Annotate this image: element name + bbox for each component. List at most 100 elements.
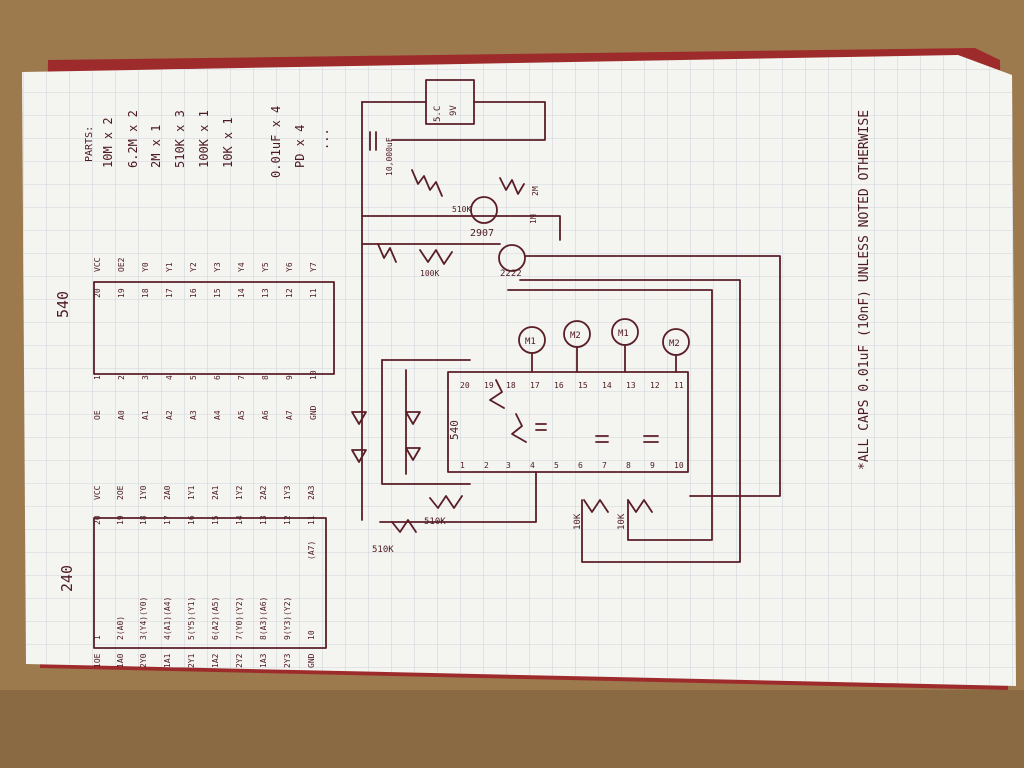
resistor-510k [411,169,443,197]
pin-name-left: 1A3 [259,653,268,668]
wire-right-outer [525,255,781,497]
pin-name-right: 2A1 [211,485,220,500]
parts-item: PD x 4 [293,125,307,168]
ic-pin-bottom: 9 [650,461,655,470]
wire-top-right [391,101,546,141]
pin-number-left: 9(Y3)(Y2) [283,597,292,640]
ic-pin-bottom: 2 [484,461,489,470]
resistor-1m [377,243,397,263]
resistor-100k [419,249,453,265]
capacitor-note: *ALL CAPS 0.01uF (10nF) UNLESS NOTED OTH… [857,110,872,470]
wire-right-2 [519,279,741,563]
pin-name-left: 2Y1 [187,653,196,668]
pin-name-right: Y1 [165,262,174,272]
pin-number-left: 4 [165,375,174,380]
resistor-label: 10K [617,513,627,530]
pin-name-right: 1Y2 [235,485,244,500]
table-shadow-bottom [0,690,1024,768]
pin-name-left: A3 [189,410,198,420]
ic-pin-top: 11 [674,381,684,390]
pin-name-left: 2Y0 [139,653,148,668]
resistor-label: 100K [420,269,439,278]
pin-number-left: 8(A3)(A6) [259,597,268,640]
pin-number-left: 6(A2)(A5) [211,597,220,640]
pin-name-left: A4 [213,410,222,420]
ic-pin-top: 12 [650,381,660,390]
resistor-label: 1M [529,214,538,224]
transistor-label: 2907 [470,228,494,239]
motor-label: M2 [570,331,581,341]
pin-name-left: 1OE [93,653,102,668]
photodiode [405,447,421,461]
resistor-label: 510K [372,545,394,555]
pin-number-right: 20 [93,288,102,298]
pin-number-left: 9 [285,375,294,380]
ic-pin-bottom: 4 [530,461,535,470]
pin-number-left: 1 [93,375,102,380]
ic-pin-top: 13 [626,381,636,390]
pin-number-right: 18 [141,288,150,298]
pin-extra: (A7) [307,541,316,560]
pin-number-right: 14 [235,515,244,525]
parts-item: 6.2M x 2 [126,110,140,168]
pin-name-left: A7 [285,410,294,420]
chip-title: 540 [54,291,72,318]
pin-number-right: 18 [139,515,148,525]
pin-number-left: 10 [309,370,318,380]
pin-name-left: OE [93,410,102,420]
pin-name-left: A1 [141,410,150,420]
photodiode [351,449,367,463]
wire-right-3 [507,289,713,541]
wire-pd-left [381,359,471,485]
pin-number-left: 4(A1)(A4) [163,597,172,640]
transistor-label: 2222 [500,269,522,279]
note-text: *ALL CAPS 0.01uF (10nF) UNLESS NOTED OTH… [857,110,872,470]
pin-name-left: A5 [237,410,246,420]
pin-number-right: 16 [187,515,196,525]
parts-item: 0.01uF x 4 [269,106,283,178]
battery-label: 9V [449,105,459,116]
pin-number-right: 15 [211,515,220,525]
pin-name-left: A0 [117,410,126,420]
ic-pin-top: 16 [554,381,564,390]
pin-number-right: 19 [116,515,125,525]
motor-label: M1 [525,337,536,347]
pin-number-left: 5 [189,375,198,380]
parts-heading: PARTS: [84,126,95,162]
pin-name-left: 1A2 [211,653,220,668]
pin-name-left: GND [307,653,316,668]
paper-grid [22,55,1016,686]
chip-title: 240 [58,565,76,592]
pin-number-right: 16 [189,288,198,298]
resistor-2m [499,177,525,195]
resistor-510k [429,495,463,509]
ic-pin-top: 17 [530,381,540,390]
wire-mid [361,215,561,241]
pin-number-right: 12 [283,515,292,525]
pin-number-left: 2 [117,375,126,380]
pin-name-right: Y6 [285,262,294,272]
ic-pin-top: 18 [506,381,516,390]
pin-name-right: Y0 [141,262,150,272]
pin-number-left: 7(Y0)(Y2) [235,597,244,640]
pin-name-right: 1Y3 [283,485,292,500]
ic-pin-top: 15 [578,381,588,390]
motor-label: M1 [618,329,629,339]
ic-pin-top: 14 [602,381,612,390]
pin-name-right: Y4 [237,262,246,272]
pin-number-right: 17 [165,288,174,298]
ic-540 [447,371,689,473]
chip-body [93,281,335,375]
pin-name-right: Y2 [189,262,198,272]
motor-label: M2 [669,339,680,349]
pin-name-left: GND [309,405,318,420]
resistor-510k [391,519,417,533]
parts-item: ... [317,128,331,150]
pin-name-right: 2A2 [259,485,268,500]
pin-name-right: Y7 [309,262,318,272]
pin-number-right: 11 [309,288,318,298]
transistor-2907 [470,196,498,224]
